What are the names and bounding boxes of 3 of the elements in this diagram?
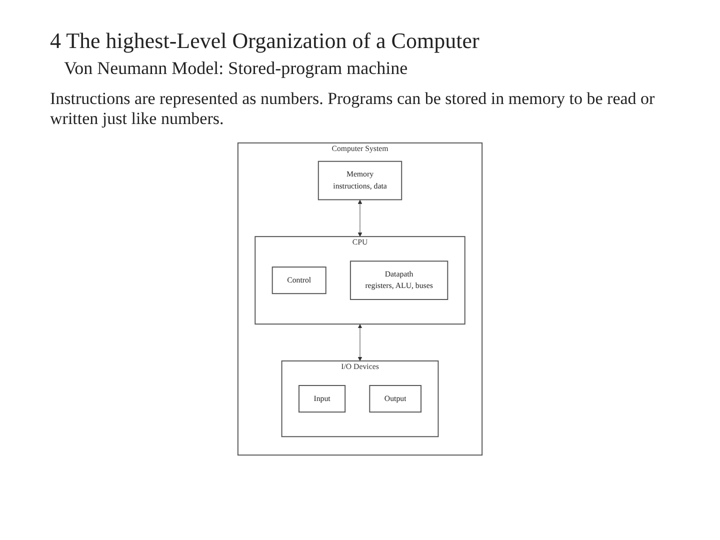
subtitle: Von Neumann Model: Stored-program machine: [64, 58, 409, 79]
title: 4 The highest-Level Organization of a Computer: [50, 28, 480, 54]
description-text: Instructions are represented as numbers. Programs can be stored in memory to be read or written just like numbers.: [50, 89, 656, 129]
